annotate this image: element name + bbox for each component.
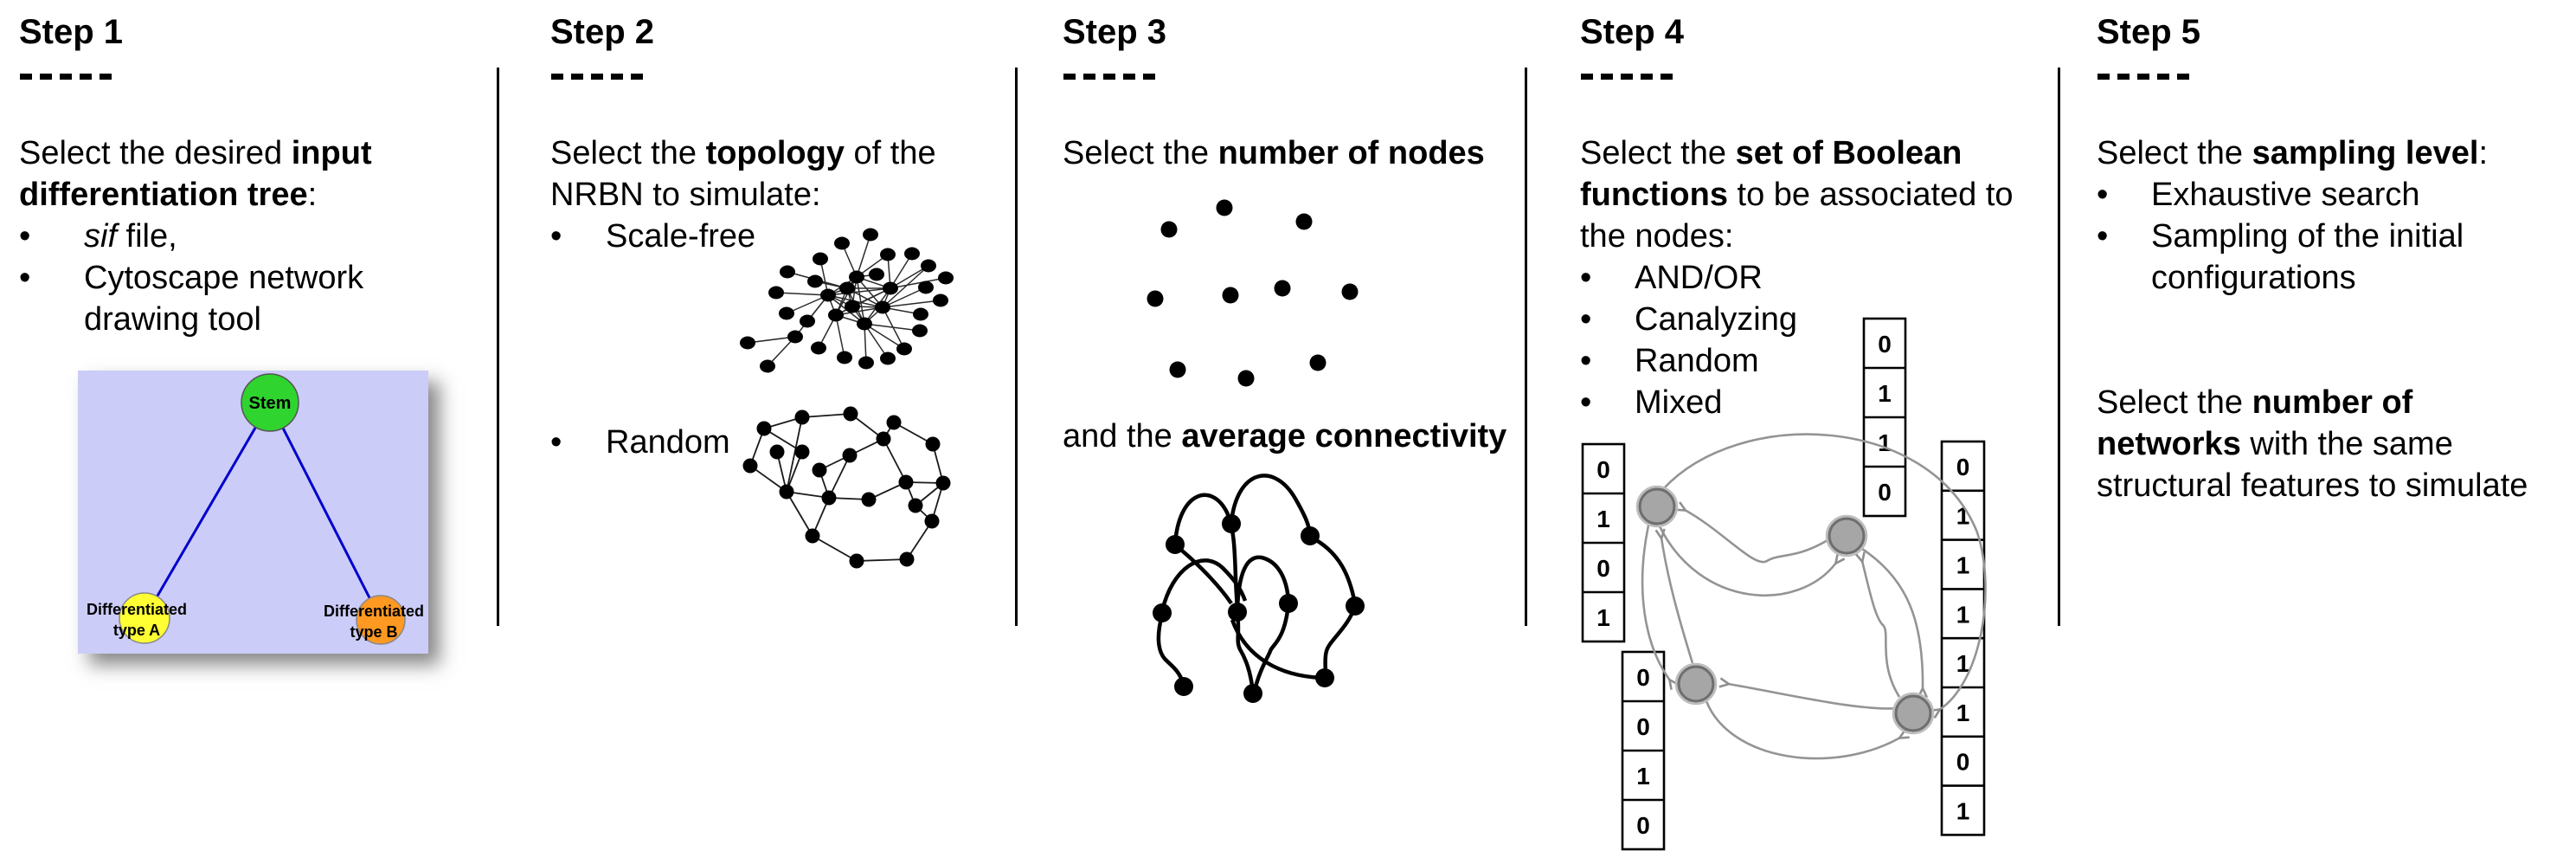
svg-text:1: 1: [1956, 798, 1970, 825]
svg-text:0: 0: [1636, 812, 1650, 839]
svg-text:1: 1: [1636, 763, 1650, 790]
svg-text:1: 1: [1878, 429, 1892, 456]
svg-text:Differentiated: Differentiated: [87, 601, 187, 618]
svg-text:0: 0: [1878, 479, 1892, 506]
svg-text:Stem: Stem: [249, 394, 292, 413]
svg-text:0: 0: [1956, 454, 1970, 480]
svg-text:0: 0: [1636, 664, 1650, 691]
svg-text:1: 1: [1878, 380, 1892, 407]
svg-text:type B: type B: [350, 623, 397, 641]
svg-text:type A: type A: [113, 622, 160, 639]
svg-text:0: 0: [1596, 456, 1610, 483]
svg-text:1: 1: [1596, 506, 1610, 532]
svg-text:0: 0: [1878, 331, 1892, 358]
svg-text:0: 0: [1956, 749, 1970, 776]
svg-text:1: 1: [1596, 604, 1610, 631]
svg-text:0: 0: [1596, 555, 1610, 582]
svg-text:1: 1: [1956, 699, 1970, 726]
svg-text:Differentiated: Differentiated: [324, 603, 424, 620]
svg-text:0: 0: [1636, 713, 1650, 740]
svg-text:1: 1: [1956, 601, 1970, 628]
svg-text:1: 1: [1956, 552, 1970, 579]
svg-text:1: 1: [1956, 650, 1970, 677]
